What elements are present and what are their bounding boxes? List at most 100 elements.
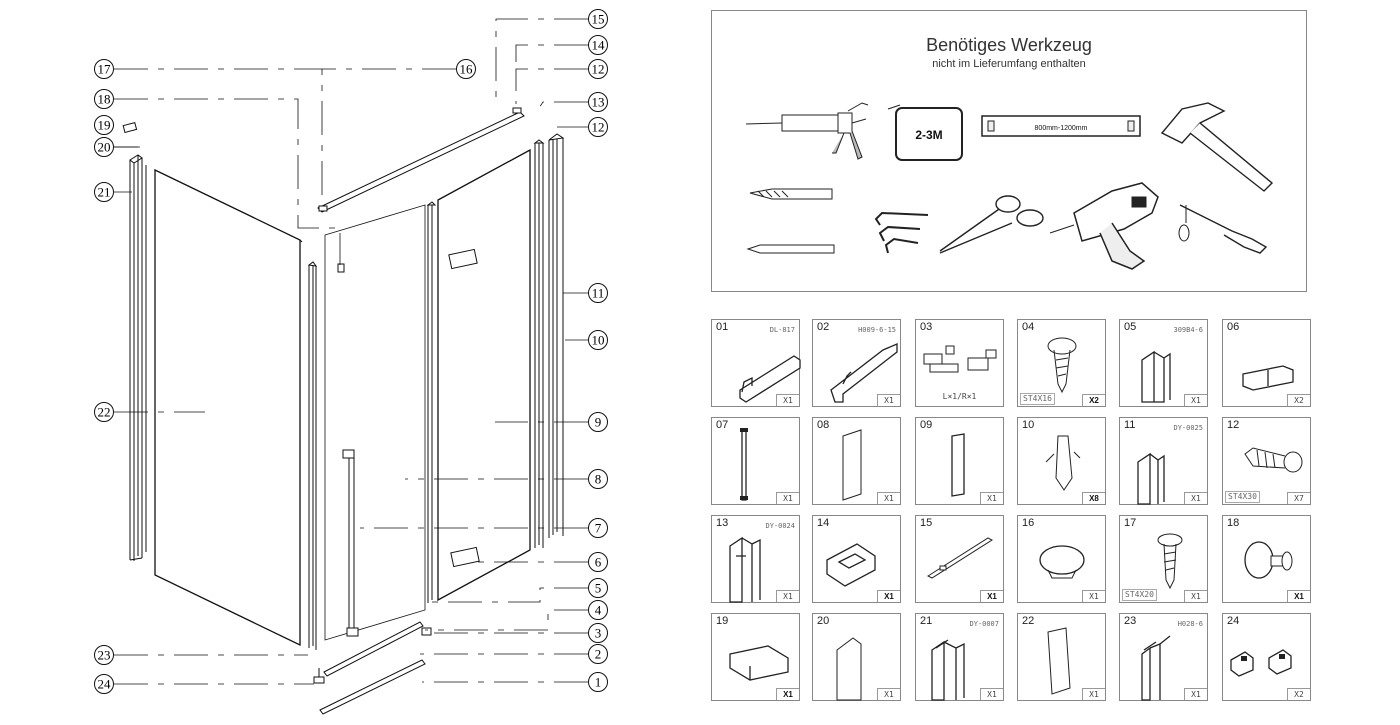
part-quantity: X1 [1184,394,1207,406]
callout-15: 15 [588,9,608,29]
part-12-icon [1244,447,1303,473]
callout-number: 2 [595,647,602,662]
callout-5: 5 [588,578,608,598]
part-spec: ST4X30 [1225,491,1260,503]
pencil-icon [746,244,835,254]
part-11-icon [1137,452,1165,505]
part-number: 03 [920,321,933,333]
callout-number: 5 [595,581,602,596]
top-rail [317,107,525,213]
glass-channel-profile [307,261,318,650]
callout-16: 16 [456,59,476,79]
part-04-icon [1047,337,1077,394]
part-03-icon [923,345,997,373]
callout-17: 17 [94,59,114,79]
part-code: H009-6-15 [858,326,896,334]
callout-number: 9 [595,415,602,430]
tools-illustration: 2-3M 800mm-1200mm [745,102,1274,270]
spirit-level-icon: 800mm-1200mm [981,115,1141,137]
callout-number: 12 [592,120,605,135]
assembly-drawing: 1234567891011121312141516171819202122232… [94,9,608,715]
part-quantity: X1 [776,590,799,602]
callout-number: 11 [592,286,605,301]
part-number: 07 [716,419,729,431]
part-number: 17 [1124,517,1137,529]
part-quantity: X1 [980,590,1003,602]
part-number: 21 [920,615,933,627]
part-code: DY-0025 [1173,424,1203,432]
fixed-glass-panel [154,168,303,647]
part-number: 10 [1022,419,1035,431]
part-06-icon [1242,365,1294,391]
hammer-icon [1160,102,1274,192]
callout-number: 4 [595,603,602,618]
part-number: 06 [1227,321,1240,333]
callout-number: 13 [592,95,605,110]
callout-markers: 1234567891011121312141516171819202122232… [94,9,608,694]
bottom-seal-rail [323,621,424,677]
callout-20: 20 [94,137,114,157]
door-edge-profile [426,201,437,603]
callout-23: 23 [94,645,114,665]
part-05-icon [1141,350,1171,403]
callout-number: 17 [98,62,112,77]
part-number: 05 [1124,321,1137,333]
part-13-icon [729,536,761,603]
tape-label: 2-3M [915,128,942,142]
callout-number: 7 [595,521,602,536]
part-number: 14 [817,517,830,529]
part-code: DL-817 [769,326,795,334]
part-number: 24 [1227,615,1240,627]
bottom-screw [313,668,325,684]
callout-number: 14 [592,38,606,53]
callout-9: 9 [588,412,608,432]
part-number: 23 [1124,615,1137,627]
part-18-icon [1244,541,1293,579]
callout-number: 21 [98,185,111,200]
part-code: DY-0007 [969,620,999,628]
part-14-icon [826,543,876,587]
callout-number: 20 [98,140,111,155]
callout-13: 13 [588,92,608,112]
part-quantity: X1 [1082,688,1105,700]
callout-12: 12 [588,117,608,137]
part-number: 02 [817,321,830,333]
part-quantity: X1 [980,492,1003,504]
callout-11: 11 [588,283,608,303]
callout-number: 22 [98,405,111,420]
part-number: 08 [817,419,830,431]
tools-subtitle: nicht im Lieferumfang enthalten [932,58,1086,70]
callout-number: 24 [98,677,112,692]
part-quantity: X1 [1082,590,1105,602]
callout-2: 2 [588,644,608,664]
tape-measure-icon: 2-3M [887,104,963,161]
part-20-icon [836,637,862,701]
caulking-gun-icon [745,102,869,160]
part-quantity: X1 [980,688,1003,700]
part-09-icon [951,433,965,497]
part-quantity: X8 [1082,492,1105,504]
part-15-icon [926,537,994,579]
part-16-icon [1039,545,1085,579]
part-number: 04 [1022,321,1035,333]
callout-1: 1 [588,672,608,692]
callout-18: 18 [94,89,114,109]
part-code: 309B4-6 [1173,326,1203,334]
